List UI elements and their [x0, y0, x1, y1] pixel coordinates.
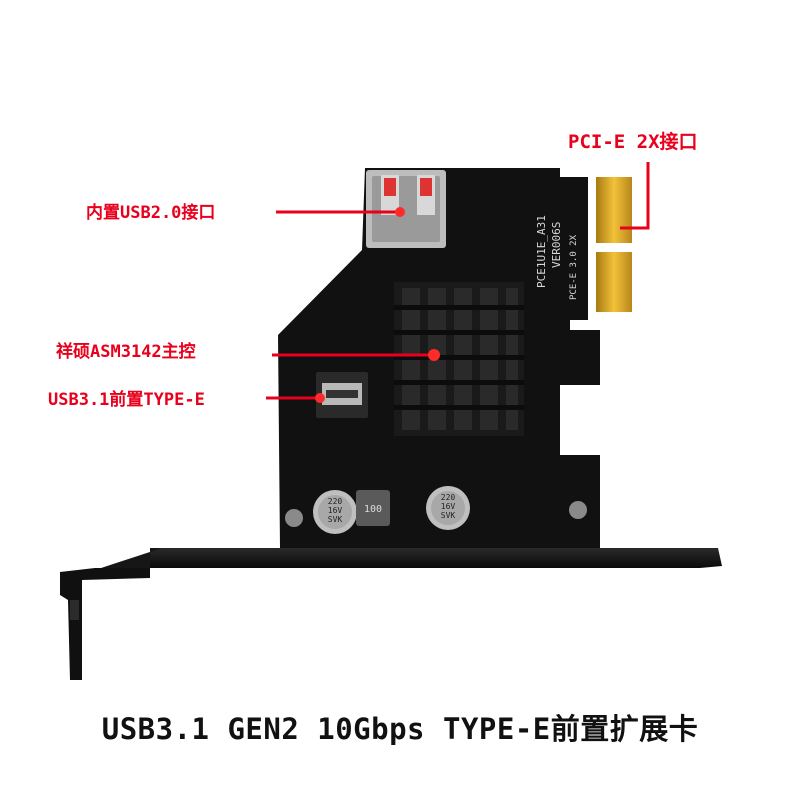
board-pcie-text: PCE-E 3.0 2X [569, 234, 579, 300]
capacitor-left-text: 16V [328, 506, 343, 515]
usb2-port [366, 170, 446, 248]
capacitor-right-text: 220 [441, 493, 456, 502]
callout-asm3142-controller: 祥硕ASM3142主控 [56, 342, 196, 362]
callout-lines [266, 162, 650, 400]
capacitor-left-text: 220 [328, 497, 343, 506]
screw-left [285, 509, 303, 527]
pcie-gold-contacts [588, 177, 632, 312]
board-version-text: VER006S [550, 222, 563, 268]
callout-type-e-front: USB3.1前置TYPE-E [48, 390, 205, 410]
heatsink [394, 282, 524, 436]
callout-dots [315, 207, 440, 403]
capacitor-right-text: SVK [441, 511, 456, 520]
board-model-text: PCE1U1E_A31 [535, 215, 548, 288]
capacitor-right-text: 16V [441, 502, 456, 511]
screw-right [569, 501, 587, 519]
capacitor-right [426, 486, 470, 530]
inductor [356, 490, 390, 526]
product-caption: USB3.1 GEN2 10Gbps TYPE-E前置扩展卡 [101, 712, 699, 746]
capacitor-left [313, 490, 357, 534]
capacitor-left-text: SVK [328, 515, 343, 524]
mounting-bracket [60, 548, 722, 680]
callout-usb2-interface: 内置USB2.0接口 [86, 203, 216, 223]
type-e-connector [316, 372, 368, 418]
callout-pcie-interface: PCI-E 2X接口 [568, 131, 698, 153]
inductor-text: 100 [364, 504, 382, 515]
